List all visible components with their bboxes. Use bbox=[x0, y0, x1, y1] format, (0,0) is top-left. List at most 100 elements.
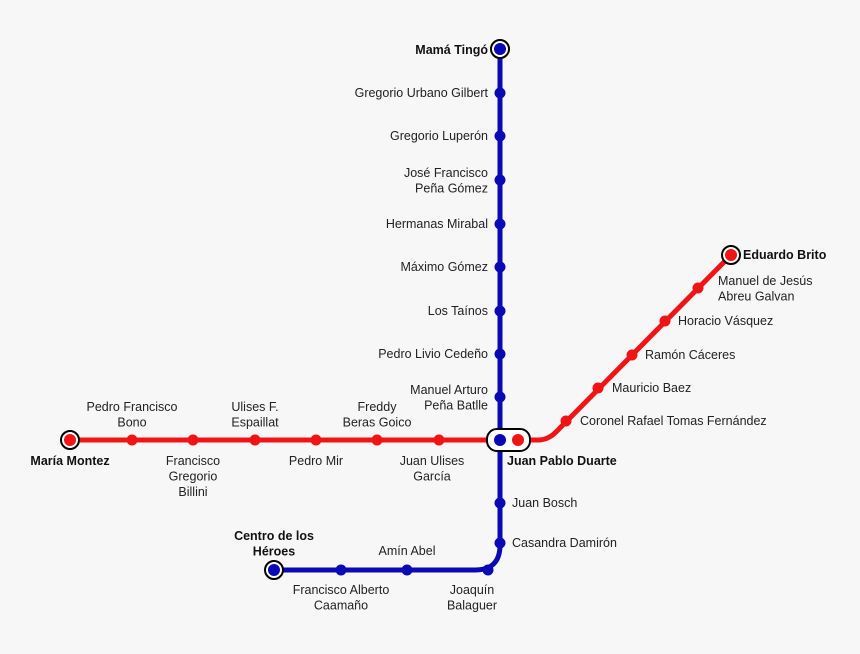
line2-station-dot-ulises-f-espaillat[interactable] bbox=[249, 434, 261, 446]
label-line: Francisco bbox=[166, 454, 220, 468]
line2-station-dot-coronel-rafael-tomas-fern-ndez[interactable] bbox=[560, 415, 572, 427]
label-line: Hermanas Mirabal bbox=[386, 217, 488, 231]
label-line: Coronel Rafael Tomas Fernández bbox=[580, 414, 767, 428]
line2-station-label-horacio-v-squez: Horacio Vásquez bbox=[678, 314, 773, 328]
line2-station-label-eduardo-brito: Eduardo Brito bbox=[743, 248, 827, 262]
label-line: Juan Bosch bbox=[512, 496, 577, 510]
line1-station-label-m-ximo-g-mez: Máximo Gómez bbox=[400, 260, 488, 274]
line1-station-dot-jos-francisco-pe-a-g-mez[interactable] bbox=[494, 174, 506, 186]
line2-station-dot-mar-a-montez[interactable] bbox=[64, 434, 76, 446]
line1-station-dot-manuel-arturo-pe-a-batlle[interactable] bbox=[494, 391, 506, 403]
label-line: Manuel Arturo bbox=[410, 383, 488, 397]
label-line: Gregorio bbox=[169, 470, 218, 484]
label-line: Peña Batlle bbox=[424, 399, 488, 413]
label-line: Joaquín bbox=[450, 583, 495, 597]
label-line: Ramón Cáceres bbox=[645, 348, 735, 362]
label-line: Juan Ulises bbox=[400, 454, 465, 468]
line1-station-label-gregorio-urbano-gilbert: Gregorio Urbano Gilbert bbox=[355, 86, 489, 100]
line1-station-dot-centro-de-los-h-roes[interactable] bbox=[268, 564, 280, 576]
label-line: Bono bbox=[117, 416, 146, 430]
line1-station-label-gregorio-luper-n: Gregorio Luperón bbox=[390, 129, 488, 143]
label-line: José Francisco bbox=[404, 166, 488, 180]
line2-station-dot-pedro-mir[interactable] bbox=[310, 434, 322, 446]
line1-station-dot-hermanas-mirabal[interactable] bbox=[494, 218, 506, 230]
line1-station-dot-casandra-damir-n[interactable] bbox=[494, 537, 506, 549]
label-line: Héroes bbox=[253, 545, 295, 559]
label-line: Beras Goico bbox=[343, 416, 412, 430]
label-line: Francisco Alberto bbox=[293, 583, 390, 597]
label-line: Casandra Damirón bbox=[512, 536, 617, 550]
line2-station-dot-eduardo-brito[interactable] bbox=[725, 249, 737, 261]
line1-station-dot-joaqu-n-balaguer[interactable] bbox=[482, 564, 494, 576]
label-line: Peña Gómez bbox=[415, 182, 488, 196]
line2-station-dot-freddy-beras-goico[interactable] bbox=[371, 434, 383, 446]
line-2-track bbox=[70, 253, 733, 443]
line2-station-label-mauricio-baez: Mauricio Baez bbox=[612, 381, 691, 395]
line1-station-dot-gregorio-luper-n[interactable] bbox=[494, 130, 506, 142]
label-line: Los Taínos bbox=[428, 304, 488, 318]
line2-station-label-ulises-f-espaillat: Ulises F. Espaillat bbox=[231, 400, 279, 430]
label-line: Espaillat bbox=[231, 416, 279, 430]
line1-station-label-mam-ting-: Mamá Tingó bbox=[415, 43, 488, 57]
line1-station-label-hermanas-mirabal: Hermanas Mirabal bbox=[386, 217, 488, 231]
line2-station-label-ram-n-c-ceres: Ramón Cáceres bbox=[645, 348, 735, 362]
line1-station-dot-juan-pablo-duarte[interactable] bbox=[494, 434, 506, 446]
label-line: Pedro Francisco bbox=[86, 400, 177, 414]
line2-station-dot-mauricio-baez[interactable] bbox=[592, 382, 604, 394]
line2-station-dot-horacio-v-squez[interactable] bbox=[659, 315, 671, 327]
line2-station-label-pedro-mir: Pedro Mir bbox=[289, 454, 343, 468]
label-line: Abreu Galvan bbox=[718, 290, 794, 304]
label-line: Centro de los bbox=[234, 529, 314, 543]
line1-station-label-am-n-abel: Amín Abel bbox=[379, 544, 436, 558]
label-line: Balaguer bbox=[447, 599, 497, 613]
label-line: Mauricio Baez bbox=[612, 381, 691, 395]
line1-station-dot-am-n-abel[interactable] bbox=[401, 564, 413, 576]
label-line: Amín Abel bbox=[379, 544, 436, 558]
line2-station-label-mar-a-montez: María Montez bbox=[30, 454, 109, 468]
label-line: Mamá Tingó bbox=[415, 43, 488, 57]
line1-station-label-juan-pablo-duarte: Juan Pablo Duarte bbox=[507, 454, 617, 468]
line1-station-dot-los-ta-nos[interactable] bbox=[494, 305, 506, 317]
label-line: Eduardo Brito bbox=[743, 248, 827, 262]
line2-station-label-coronel-rafael-tomas-fern-ndez: Coronel Rafael Tomas Fernández bbox=[580, 414, 767, 428]
line1-station-label-pedro-livio-cede-o: Pedro Livio Cedeño bbox=[378, 347, 488, 361]
line1-station-dot-gregorio-urbano-gilbert[interactable] bbox=[494, 87, 506, 99]
label-line: Caamaño bbox=[314, 599, 368, 613]
line2-station-dot-ram-n-c-ceres[interactable] bbox=[626, 349, 638, 361]
line1-station-label-casandra-damir-n: Casandra Damirón bbox=[512, 536, 617, 550]
label-line: Horacio Vásquez bbox=[678, 314, 773, 328]
label-line: Manuel de Jesús bbox=[718, 274, 813, 288]
label-line: García bbox=[413, 470, 451, 484]
line2-station-dot-manuel-de-jes-s-abreu-galvan[interactable] bbox=[692, 282, 704, 294]
line2-station-dot-pedro-francisco-bono[interactable] bbox=[126, 434, 138, 446]
line2-station-dot-interchange[interactable] bbox=[512, 434, 524, 446]
line1-station-dot-juan-bosch[interactable] bbox=[494, 497, 506, 509]
line1-station-dot-pedro-livio-cede-o[interactable] bbox=[494, 348, 506, 360]
label-line: Juan Pablo Duarte bbox=[507, 454, 617, 468]
label-line: Gregorio Luperón bbox=[390, 129, 488, 143]
line1-station-dot-francisco-alberto-caama-o[interactable] bbox=[335, 564, 347, 576]
label-line: Freddy bbox=[358, 400, 398, 414]
label-line: Máximo Gómez bbox=[400, 260, 488, 274]
line2-station-dot-francisco-gregorio-billini[interactable] bbox=[187, 434, 199, 446]
line1-station-label-los-ta-nos: Los Taínos bbox=[428, 304, 488, 318]
line1-station-dot-mam-ting-[interactable] bbox=[494, 43, 506, 55]
label-line: Pedro Mir bbox=[289, 454, 343, 468]
line1-station-label-juan-bosch: Juan Bosch bbox=[512, 496, 577, 510]
label-line: Gregorio Urbano Gilbert bbox=[355, 86, 489, 100]
line2-station-dot-juan-ulises-garc-a[interactable] bbox=[433, 434, 445, 446]
line1-station-dot-m-ximo-g-mez[interactable] bbox=[494, 261, 506, 273]
label-line: Ulises F. bbox=[231, 400, 278, 414]
label-line: María Montez bbox=[30, 454, 109, 468]
